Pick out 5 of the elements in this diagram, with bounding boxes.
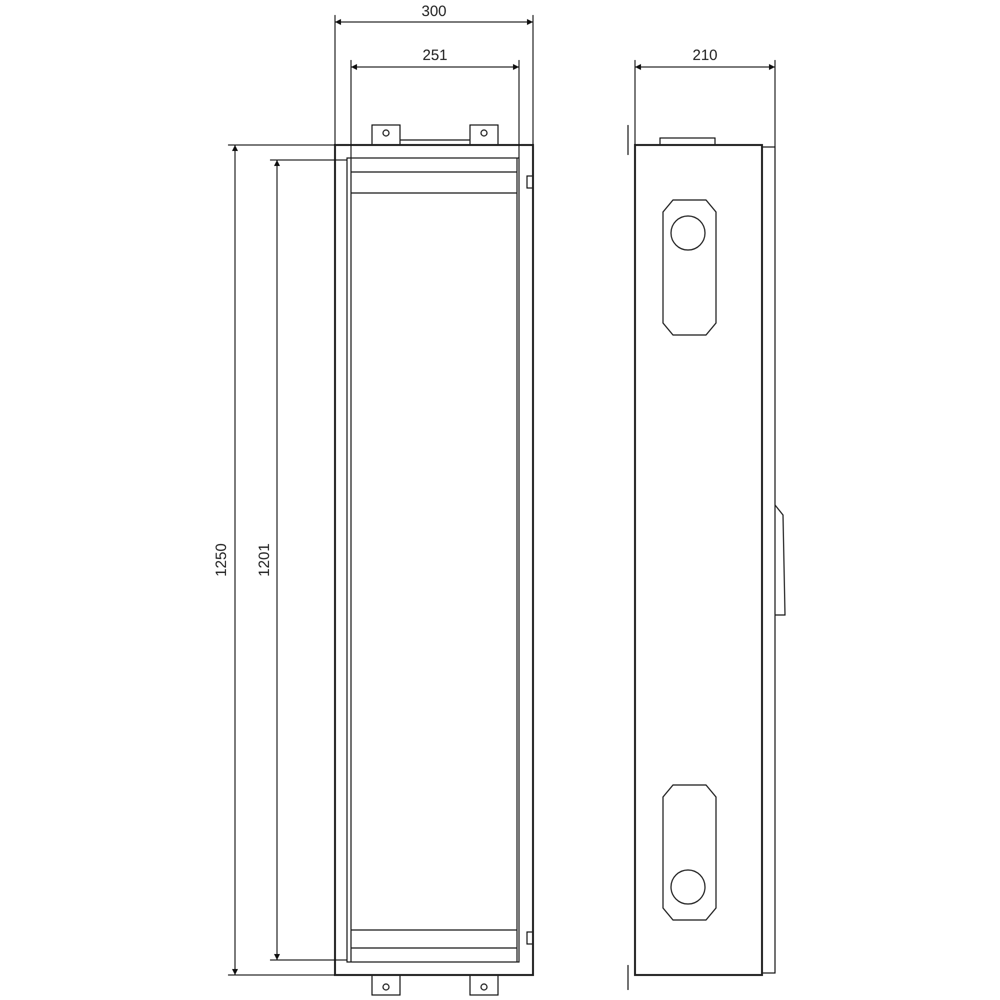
- dimension-label: 1201: [257, 543, 273, 577]
- dimension-label: 210: [692, 48, 718, 64]
- dimension-label: 1250: [214, 543, 230, 577]
- dimension-label: 251: [422, 48, 448, 64]
- dimension-label: 300: [421, 4, 447, 20]
